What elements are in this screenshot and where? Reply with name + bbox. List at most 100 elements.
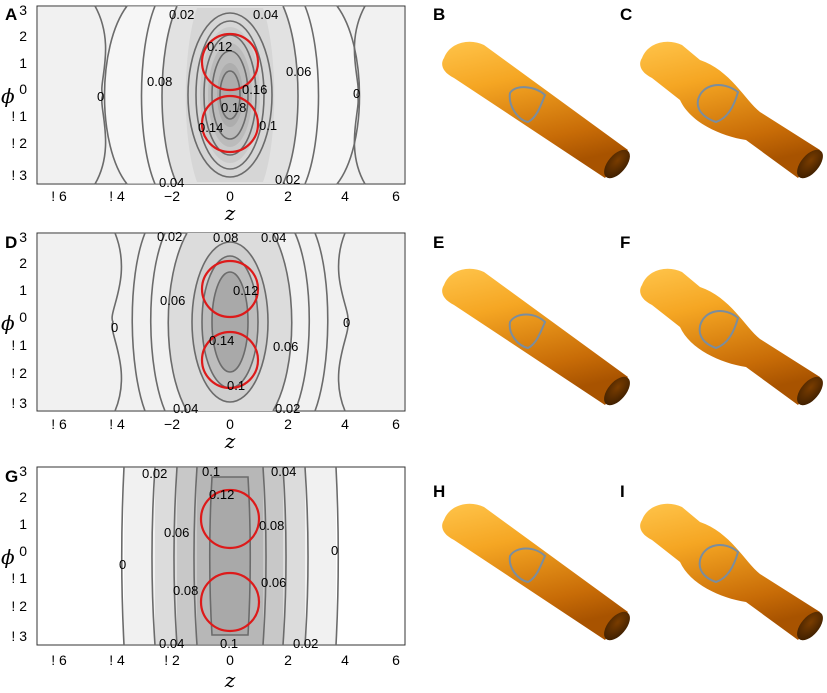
panel-label: I (620, 482, 625, 501)
trajectory-circle (199, 571, 261, 633)
y-tick: ! 3 (11, 628, 27, 644)
panel-label: A (5, 5, 17, 24)
trajectory-circle (200, 330, 260, 390)
x-tick: 6 (392, 652, 400, 668)
contour-label: 0.06 (164, 525, 189, 540)
x-tick: 2 (284, 416, 292, 432)
x-tick: ! 6 (51, 188, 67, 204)
contour-label: 0.12 (233, 283, 258, 298)
y-tick: 1 (19, 282, 27, 298)
y-tick: ! 1 (11, 570, 27, 586)
tube-body (442, 503, 628, 640)
contour-label: 0.08 (213, 230, 238, 245)
x-tick: 0 (226, 416, 234, 432)
contour-label: 0 (353, 86, 360, 101)
contour-label: 0.16 (242, 82, 267, 97)
contour-label: 0.02 (293, 636, 318, 651)
contour-label: 0.1 (259, 118, 277, 133)
contour-label: 0 (97, 89, 104, 104)
contour-label: 0.02 (169, 7, 194, 22)
contour-label: 0.12 (209, 487, 234, 502)
y-tick: 3 (19, 2, 27, 18)
tube-body (442, 268, 628, 405)
panel-label: G (5, 467, 18, 486)
x-tick: 6 (392, 416, 400, 432)
contour-label: 0.08 (259, 518, 284, 533)
x-tick: 0 (226, 188, 234, 204)
x-axis-label: z (224, 429, 236, 453)
y-axis-label: ϕ (1, 311, 15, 335)
x-tick: −2 (164, 416, 180, 432)
contour-label: 0.02 (275, 401, 300, 416)
x-tick: ! 6 (51, 652, 67, 668)
y-tick: ! 1 (11, 108, 27, 124)
tube-end-cap (797, 149, 823, 179)
contact-outline (508, 86, 547, 124)
tube-render-h: H (433, 482, 630, 641)
y-tick: ! 3 (11, 167, 27, 183)
contour-label: 0.04 (159, 175, 184, 190)
contour-label: 0.08 (147, 74, 172, 89)
contour-label: 0.04 (271, 464, 296, 479)
tube-render-i: I (620, 482, 823, 641)
contour-label: 0 (119, 557, 126, 572)
y-tick: 3 (19, 463, 27, 479)
x-tick: ! 4 (109, 416, 125, 432)
band (212, 272, 248, 372)
contour-label: 0.02 (275, 172, 300, 187)
contact-outline (508, 313, 547, 350)
x-tick: 6 (392, 188, 400, 204)
contour-label: 0.14 (198, 120, 223, 135)
tube-body (442, 41, 628, 178)
panel-label: E (433, 233, 444, 252)
x-tick: −2 (164, 188, 180, 204)
contour-label: 0 (343, 315, 350, 330)
contour-lines (111, 232, 349, 412)
contour-label: 0.04 (173, 401, 198, 416)
panel-label: B (433, 5, 445, 24)
axes-d: D 3 2 1 0 ! 1 ! 2 ! 3 ϕ ! 6 ! 4 −2 0 2 4… (1, 229, 400, 453)
contour-label: 0.1 (202, 464, 220, 479)
y-tick: 2 (19, 28, 27, 44)
contour-label: 0 (331, 543, 338, 558)
panel-label: F (620, 233, 630, 252)
band (209, 477, 251, 635)
contour-lines (120, 466, 340, 646)
y-tick: 2 (19, 255, 27, 271)
contour-label: 0.1 (220, 636, 238, 651)
contour-label: 0.18 (221, 100, 246, 115)
contour-label: 0.12 (207, 39, 232, 54)
x-tick: 0 (226, 652, 234, 668)
contour-labels: 0.02 0.08 0.04 0.12 0.06 0.14 0.06 0.1 0… (111, 229, 350, 416)
trajectory-circle (200, 259, 260, 319)
contour-label: 0.08 (173, 583, 198, 598)
contact-outline (508, 547, 547, 584)
x-tick: ! 4 (109, 652, 125, 668)
trajectory-circle (200, 94, 260, 154)
panel-label: C (620, 5, 632, 24)
tube-render-b: B (433, 5, 630, 179)
x-axis-label: z (224, 201, 236, 225)
x-tick: 2 (284, 652, 292, 668)
x-tick: 4 (341, 652, 349, 668)
contour-label: 0.04 (159, 636, 184, 651)
y-tick: ! 1 (11, 337, 27, 353)
contour-label: 0.14 (209, 333, 234, 348)
tube-end-cap (604, 611, 630, 641)
x-tick: 4 (341, 416, 349, 432)
contour-label: 0.06 (286, 64, 311, 79)
tube-end-cap (604, 149, 630, 179)
x-tick: ! 2 (164, 652, 180, 668)
y-tick: 3 (19, 229, 27, 245)
y-tick: ! 2 (11, 365, 27, 381)
trajectory-circle (199, 488, 261, 550)
x-tick: 4 (341, 188, 349, 204)
axes-g: G 3 2 1 0 ! 1 ! 2 ! 3 ϕ ! 6 ! 4 ! 2 0 2 … (1, 463, 400, 692)
tube-end-cap (797, 611, 823, 641)
contour-label: 0.06 (273, 339, 298, 354)
axes-a: A 3 2 1 0 ! 1 ! 2 ! 3 ϕ ! 6 ! 4 −2 0 2 4… (1, 2, 400, 225)
contour-label: 0.06 (160, 293, 185, 308)
tube-render-e: E (433, 233, 630, 406)
y-tick: ! 2 (11, 598, 27, 614)
